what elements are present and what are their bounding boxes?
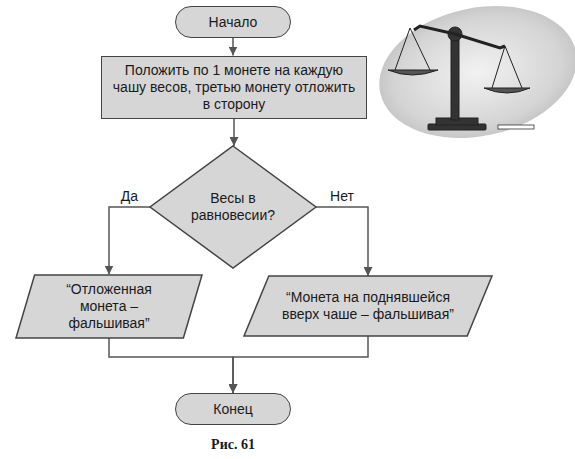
process-box: Положить по 1 монете на каждую чашу весо…: [101, 56, 367, 119]
flow-arrow: [232, 38, 234, 56]
flow-arrow: [233, 336, 368, 393]
flow-arrow: [316, 207, 368, 276]
node-text: “Монета на поднявшейся вверх чаше – фаль…: [270, 289, 466, 323]
node-text: “Отложенная монета – фальшивая”: [42, 281, 176, 332]
backdrop-ellipse: [367, 0, 575, 155]
figure-caption: Рис. 61: [211, 437, 255, 453]
flow-arrow: [109, 338, 233, 394]
start-terminal: Начало: [175, 6, 291, 38]
balance-scale: [388, 26, 534, 130]
node-text: Конец: [213, 401, 252, 418]
end-terminal: Конец: [175, 393, 291, 425]
decision-diamond: Весы в равновесии?: [150, 146, 316, 268]
node-text: Начало: [209, 14, 258, 31]
branch-label: Нет: [328, 188, 356, 204]
branch-label: Да: [119, 188, 140, 204]
flow-arrow: [233, 119, 235, 147]
node-text: Положить по 1 монете на каждую чашу весо…: [112, 62, 356, 113]
output-parallelogram: “Монета на поднявшейся вверх чаше – фаль…: [244, 276, 492, 336]
flow-arrow: [109, 207, 150, 275]
output-parallelogram: “Отложенная монета – фальшивая”: [16, 275, 202, 338]
node-text: Весы в равновесии?: [186, 190, 280, 224]
